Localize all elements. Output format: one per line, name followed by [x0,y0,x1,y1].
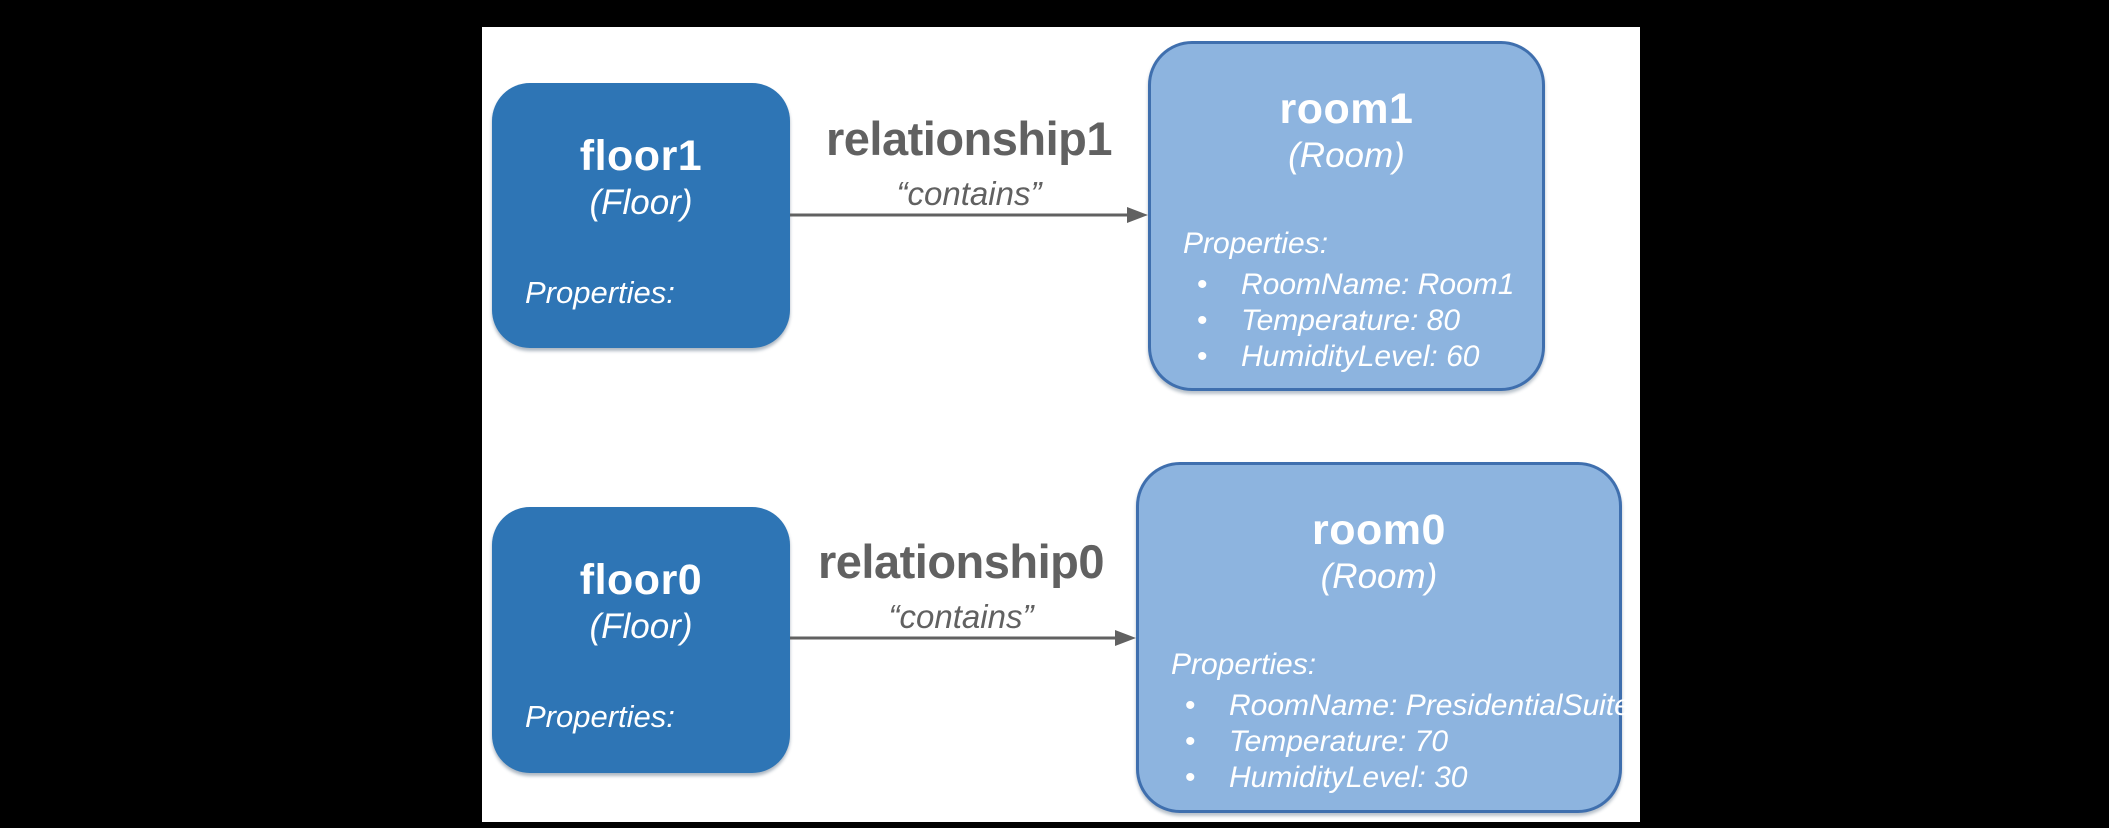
relationship1-tag: “contains” [896,175,1042,212]
property-item: HumidityLevel: 60 [1183,339,1524,375]
node-properties: Properties: [525,699,675,740]
node-title: room0 [1312,506,1446,554]
node-room0: room0 (Room) Properties: RoomName: Presi… [1136,462,1631,813]
node-title: floor1 [579,132,703,180]
node-properties: Properties: RoomName: PresidentialSuite … [1171,647,1631,796]
properties-list: RoomName: Room1 Temperature: 80 Humidity… [1183,267,1524,375]
property-item: Temperature: 80 [1183,303,1524,339]
node-header: room0 (Room) [1139,465,1619,600]
node-properties: Properties: [525,275,675,316]
properties-label: Properties: [525,275,675,310]
properties-label: Properties: [525,699,675,734]
relationship0-tag: “contains” [888,598,1034,635]
property-item: RoomName: Room1 [1183,267,1524,303]
properties-list: RoomName: PresidentialSuite Temperature:… [1171,688,1631,796]
relationship-arrows-layer [790,207,1148,646]
relationship0-name: relationship0 [817,535,1105,588]
property-item: Temperature: 70 [1171,724,1601,760]
node-header: floor0 (Floor) [492,507,790,650]
relationship1-arrow [790,207,1148,223]
properties-label: Properties: [1171,648,1317,681]
node-properties: Properties: RoomName: Room1 Temperature:… [1183,226,1524,375]
node-header: floor1 (Floor) [492,83,790,226]
relationship0-arrow [790,630,1136,646]
node-floor0: floor0 (Floor) Properties: [492,507,790,773]
node-header: room1 (Room) [1151,44,1542,179]
relationship1-name: relationship1 [825,112,1113,165]
property-item: HumidityLevel: 30 [1171,760,1601,796]
slide-panel: floor1 (Floor) Properties: room1 (Room) … [482,27,1640,822]
node-room1: room1 (Room) Properties: RoomName: Room1… [1148,41,1545,391]
properties-label: Properties: [1183,227,1329,260]
property-item: RoomName: PresidentialSuite [1171,688,1631,724]
node-title: room1 [1279,85,1414,133]
node-type-label: (Floor) [589,607,693,647]
node-type-label: (Floor) [589,183,693,223]
node-type-label: (Room) [1320,557,1438,597]
node-type-label: (Room) [1288,136,1405,176]
node-floor1: floor1 (Floor) Properties: [492,83,790,348]
node-title: floor0 [579,556,703,604]
